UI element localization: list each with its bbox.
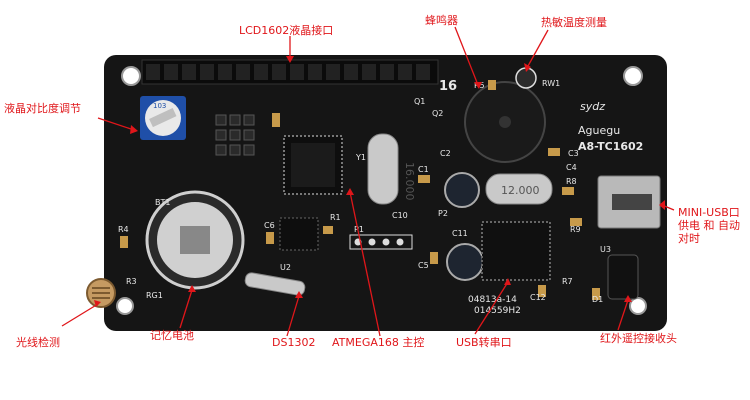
label-light-sensor: 光线检测: [16, 336, 60, 349]
ref-r9: R9: [570, 225, 581, 234]
brand-script: sydz: [580, 100, 605, 113]
crystal-usb-label: 12.000: [501, 184, 540, 197]
buzzer: [464, 81, 546, 163]
electrolytic-capacitor: [444, 172, 484, 281]
label-memory-battery: 记忆电池: [150, 329, 194, 342]
label-mini-usb-desc: 供电 和 自动对时: [678, 219, 740, 245]
ir-receiver: [607, 254, 639, 300]
coin-cell-holder: [145, 190, 245, 290]
ref-u2: U2: [280, 263, 291, 272]
mount-hole: [121, 66, 141, 86]
ds1302-chip: [279, 217, 319, 251]
rtc-crystal: [244, 272, 306, 296]
annotation-arrows: [61, 26, 675, 337]
mount-hole: [116, 297, 134, 315]
pot-code: 103: [153, 102, 166, 110]
label-thermistor: 热敏温度测量: [541, 16, 607, 29]
ref-q2: Q2: [432, 109, 443, 118]
ref-p2: P2: [438, 209, 448, 218]
ref-p1: P1: [354, 225, 364, 234]
ref-c2: C2: [440, 149, 451, 158]
mount-hole: [623, 66, 643, 86]
ref-r3: R3: [126, 277, 137, 286]
ref-c11: C11: [452, 229, 468, 238]
smd-components: [120, 80, 600, 300]
ref-c5: C5: [418, 261, 429, 270]
header-number: 16: [439, 79, 457, 94]
label-ir-receiver: 红外遥控接收头: [600, 332, 677, 345]
crystal-main-label: 16.000: [403, 162, 416, 201]
label-lcd-interface: LCD1602液晶接口: [239, 24, 334, 37]
atmega168-chip: [283, 135, 343, 195]
label-usb-serial: USB转串口: [456, 336, 512, 349]
lcd-header: [141, 59, 439, 85]
label-atmega: ATMEGA168 主控: [332, 336, 425, 349]
usb-serial-chip: [481, 221, 551, 281]
ref-r7: R7: [562, 277, 573, 286]
ref-y1: Y1: [355, 153, 366, 162]
contrast-potentiometer: [140, 96, 186, 140]
ref-c3: C3: [568, 149, 579, 158]
ref-r8: R8: [566, 177, 577, 186]
isp-header: [215, 114, 255, 156]
date-code: 04813a-14: [468, 295, 517, 305]
ref-d1: D1: [592, 295, 603, 304]
ref-rg1: RG1: [146, 291, 163, 300]
ref-r4: R4: [118, 225, 129, 234]
ref-rw1: RW1: [542, 79, 560, 88]
crystal-usb: [485, 173, 553, 205]
ref-r1: R1: [330, 213, 341, 222]
ref-u3: U3: [600, 245, 611, 254]
ref-bt1: BT1: [155, 198, 170, 207]
light-sensor: [86, 278, 116, 308]
label-ds1302: DS1302: [272, 336, 316, 349]
serial-code: 014559H2: [474, 306, 521, 316]
ref-c1: C1: [418, 165, 429, 174]
crystal-main: [367, 133, 399, 205]
label-mini-usb: MINI-USB口: [678, 206, 740, 219]
label-contrast: 液晶对比度调节: [4, 102, 81, 115]
brand: Aguegu: [578, 124, 620, 137]
label-buzzer: 蜂鸣器: [425, 14, 458, 27]
ref-c4: C4: [566, 163, 577, 172]
mini-usb-connector: [597, 175, 661, 229]
ref-q1: Q1: [414, 97, 425, 106]
ref-c6: C6: [264, 221, 275, 230]
ref-c12: C12: [530, 293, 546, 302]
ref-c10: C10: [392, 211, 408, 220]
arrow-heads: [94, 56, 665, 307]
mount-hole: [629, 297, 647, 315]
model: A8-TC1602: [578, 140, 643, 153]
